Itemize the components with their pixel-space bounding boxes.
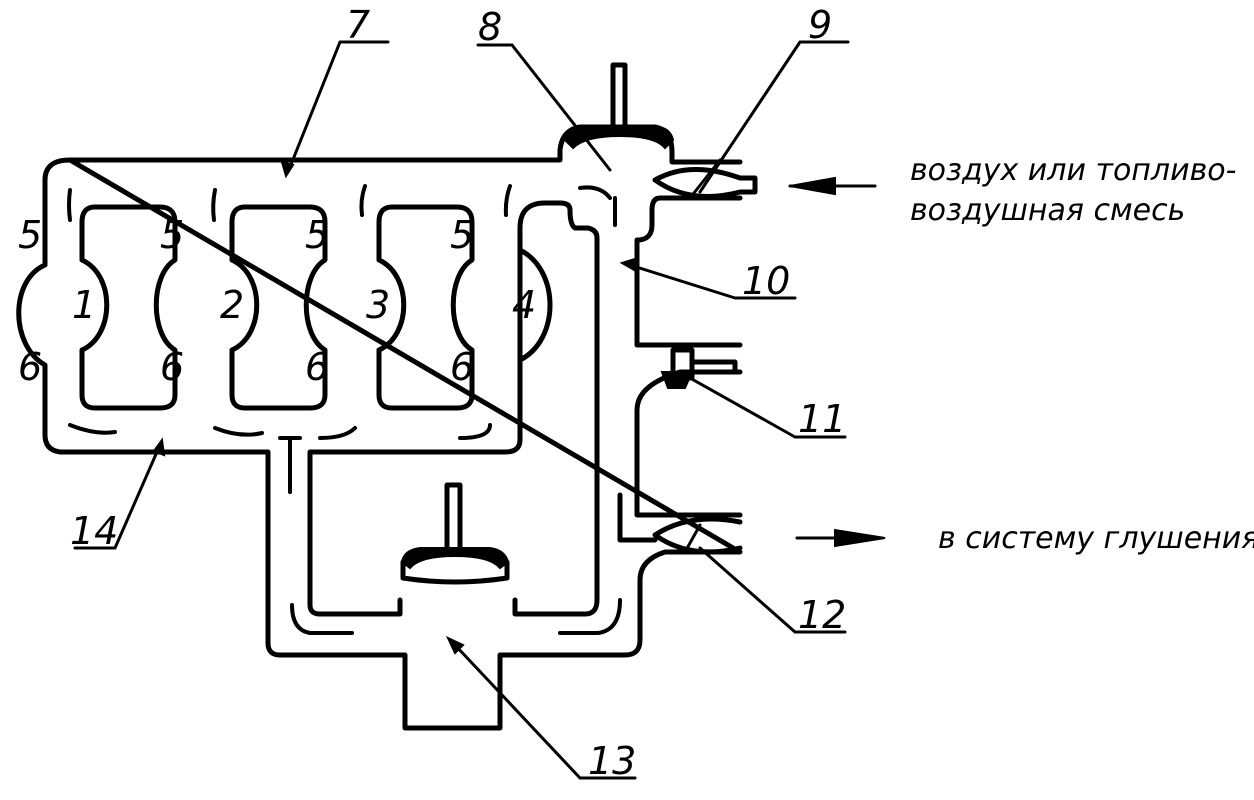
label-cylinder-3: 3: [366, 283, 390, 327]
label-cylinder-1: 1: [72, 283, 96, 327]
label-6-cell1: 6: [160, 345, 184, 389]
label-14: 14: [70, 509, 118, 553]
intake-caption-line2: воздушная смесь: [910, 193, 1185, 228]
label-cylinder-2: 2: [220, 283, 244, 327]
cell-3: [376, 204, 475, 411]
throttle-12-stem: [617, 492, 658, 543]
leader-lines: [73, 40, 850, 780]
label-9: 9: [808, 3, 832, 47]
label-7: 7: [346, 3, 370, 47]
label-6-cell3: 6: [450, 345, 474, 389]
label-6-left: 6: [18, 345, 42, 389]
intake-arrow: [788, 176, 877, 196]
valve-11-seat: [660, 371, 694, 389]
label-cylinder-4: 4: [512, 283, 536, 327]
label-11: 11: [798, 397, 846, 441]
label-5-left: 5: [18, 213, 42, 257]
cylinder-13-stem: [444, 482, 463, 551]
throttle-12: [652, 516, 743, 555]
inner-duct: [307, 200, 600, 617]
intake-caption-line1: воздух или топливо-: [910, 153, 1236, 188]
label-13: 13: [588, 739, 636, 783]
valve-8-head: [563, 126, 675, 150]
label-12: 12: [798, 593, 846, 637]
cylinder-13-head: [400, 547, 510, 570]
cell-1: [79, 204, 178, 411]
valve-8-stem: [610, 62, 628, 131]
exhaust-arrow: [795, 528, 886, 548]
label-5-cell1: 5: [160, 213, 184, 257]
cell-4-bulge: [517, 247, 553, 363]
flow-marks: [67, 184, 622, 635]
label-5-cell2: 5: [305, 213, 329, 257]
throttle-9: [652, 167, 758, 199]
label-6-cell2: 6: [305, 345, 329, 389]
throttle-12-blade: [683, 523, 702, 554]
label-8: 8: [478, 5, 502, 49]
label-5-cell3: 5: [450, 213, 474, 257]
arrow-7: [280, 160, 295, 179]
cylinder-13-body: [400, 559, 510, 585]
exhaust-caption: в систему глушения: [938, 521, 1254, 556]
arrow-10: [619, 256, 640, 273]
arrow-13: [445, 635, 465, 655]
label-10: 10: [742, 259, 790, 303]
cell-2: [229, 204, 328, 411]
throttle-9-blade: [688, 158, 722, 200]
arrow-14: [152, 437, 166, 457]
